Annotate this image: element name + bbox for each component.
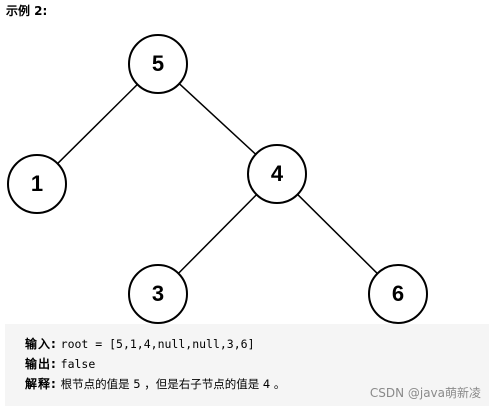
tree-edge-n4-n6 xyxy=(297,193,378,275)
explanation-line: 解释: 根节点的值是 5 ，但是右子节点的值是 4 。 xyxy=(25,374,489,394)
input-value: root = [5,1,4,null,null,3,6] xyxy=(60,337,255,351)
tree-node-5: 5 xyxy=(128,34,188,94)
tree-node-label: 1 xyxy=(31,171,43,196)
tree-nodes: 5 1 4 3 6 xyxy=(7,34,428,324)
example-code-box: 输入: root = [5,1,4,null,null,3,6] 输出: fal… xyxy=(5,324,489,406)
explanation-text: 根节点的值是 5 ，但是右子节点的值是 4 。 xyxy=(60,377,286,391)
explanation-label: 解释: xyxy=(25,377,57,391)
tree-node-1: 1 xyxy=(7,154,67,214)
input-label: 输入: xyxy=(25,337,57,351)
tree-node-circle xyxy=(7,154,67,214)
tree-node-label: 3 xyxy=(152,281,164,306)
output-label: 输出: xyxy=(25,357,57,371)
tree-node-circle xyxy=(128,264,188,324)
tree-node-label: 4 xyxy=(271,161,284,186)
output-value: false xyxy=(60,357,96,371)
tree-edge-n5-n1 xyxy=(57,83,138,165)
tree-node-3: 3 xyxy=(128,264,188,324)
tree-node-circle xyxy=(128,34,188,94)
tree-node-circle xyxy=(368,264,428,324)
tree-edge-n5-n4 xyxy=(178,83,257,155)
tree-edge-n4-n3 xyxy=(177,194,258,274)
tree-node-label: 6 xyxy=(392,281,404,306)
tree-node-6: 6 xyxy=(368,264,428,324)
input-line: 输入: root = [5,1,4,null,null,3,6] xyxy=(25,334,489,354)
tree-node-4: 4 xyxy=(247,144,307,204)
example-heading: 示例 2: xyxy=(6,4,48,18)
tree-node-label: 5 xyxy=(152,51,164,76)
binary-tree-diagram: 5 1 4 3 6 xyxy=(7,34,428,324)
tree-edges xyxy=(57,83,378,275)
output-line: 输出: false xyxy=(25,354,489,374)
csdn-watermark: CSDN @java萌新凌 xyxy=(369,386,481,400)
tree-node-circle xyxy=(247,144,307,204)
